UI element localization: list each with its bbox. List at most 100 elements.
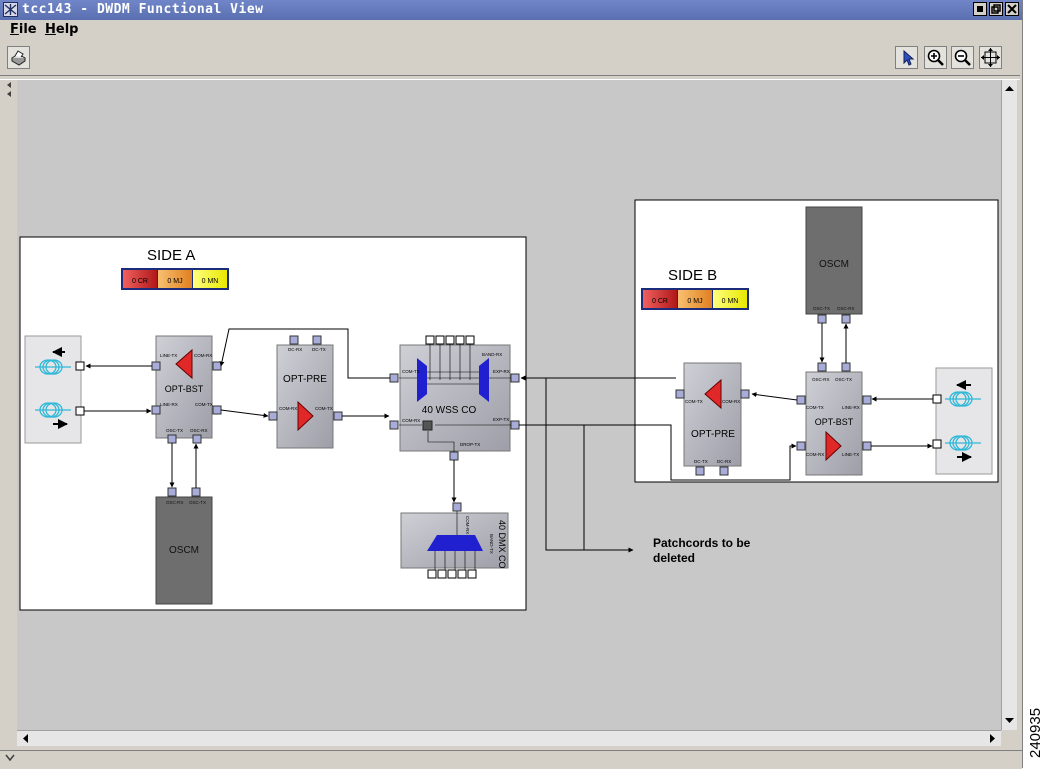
select-pointer-button[interactable] (895, 46, 918, 69)
alarm-major: 0 MJ (687, 298, 702, 305)
menu-help[interactable]: Help (45, 22, 79, 37)
zoom-in-icon (927, 49, 944, 66)
scroll-up-icon[interactable] (1005, 86, 1014, 91)
scroll-left-icon[interactable] (23, 734, 28, 743)
scroll-down-icon[interactable] (1005, 718, 1014, 723)
svg-text:BAND-RX: BAND-RX (482, 352, 502, 357)
svg-text:OSC-RX: OSC-RX (190, 428, 208, 433)
svg-text:BAND-TX: BAND-TX (489, 534, 494, 554)
side-b-patchcords (751, 323, 933, 449)
maximize-icon (991, 4, 1001, 14)
svg-text:DC-RX: DC-RX (717, 459, 731, 464)
side-b-opt-bst-card[interactable]: OSC-RX OSC-TX COM-TX LINE-RX COM-RX LINE… (796, 362, 872, 476)
toolbar (0, 42, 1022, 74)
side-b-panel: SIDE B 0 CR 0 MJ 0 MN OSC-TX OSC-RX (634, 199, 999, 483)
side-a-opt-bst-card[interactable]: LINE-TX COM-RX LINE-RX COM-TX OSC-TX OSC… (151, 335, 222, 444)
svg-text:COM-TX: COM-TX (315, 406, 333, 411)
side-a-alarm-counters[interactable]: 0 CR 0 MJ 0 MN (121, 268, 229, 290)
svg-text:OSC-TX: OSC-TX (835, 377, 852, 382)
maximize-button[interactable] (989, 2, 1003, 16)
svg-text:OSC-TX: OSC-TX (166, 428, 183, 433)
oscm-label: OSCM (819, 259, 849, 270)
svg-text:OSC-RX: OSC-RX (812, 377, 830, 382)
svg-text:OSC-TX: OSC-TX (189, 500, 206, 505)
svg-text:deleted: deleted (653, 551, 695, 565)
svg-text:LINE-TX: LINE-TX (160, 353, 177, 358)
side-a-dmx-card[interactable]: COM-RX BAND-TX 40 DMX CO (400, 502, 509, 579)
alarm-minor: 0 MN (722, 298, 739, 305)
zoom-out-icon (954, 49, 971, 66)
svg-text:OSC-RX: OSC-RX (837, 306, 855, 311)
oscm-label: OSCM (169, 545, 199, 556)
wss-label: 40 WSS CO (422, 405, 477, 416)
svg-text:COM-TX: COM-TX (402, 369, 420, 374)
inter-side-patchcords (519, 375, 797, 553)
svg-text:EXP-TX: EXP-TX (493, 417, 509, 422)
svg-text:COM-TX: COM-TX (685, 399, 703, 404)
horizontal-scrollbar[interactable] (17, 730, 1001, 746)
side-a-title: SIDE A (147, 247, 195, 264)
minimize-button[interactable] (973, 2, 987, 16)
opt-bst-label: OPT-BST (165, 384, 204, 394)
menu-bar: File Help (0, 20, 1022, 40)
alarm-minor: 0 MN (202, 278, 219, 285)
title-bar[interactable]: tcc143 - DWDM Functional View (0, 0, 1022, 21)
close-icon (1007, 4, 1017, 14)
svg-text:COM-RX: COM-RX (722, 399, 740, 404)
svg-text:LINE-RX: LINE-RX (160, 402, 178, 407)
pointer-select-icon (903, 49, 915, 66)
svg-text:DC-TX: DC-TX (312, 347, 326, 352)
figure-id: 240935 (1027, 708, 1044, 758)
status-bar (0, 750, 1022, 769)
minimize-icon (977, 6, 983, 12)
side-b-opt-pre-card[interactable]: COM-TX COM-RX DC-TX DC-RX OPT-PRE (675, 362, 750, 476)
left-split-gutter[interactable] (2, 80, 16, 750)
expand-icon (5, 754, 15, 762)
side-a-panel: SIDE A 0 CR 0 MJ 0 MN (19, 236, 527, 611)
svg-text:EXP-RX: EXP-RX (493, 369, 510, 374)
svg-text:Patchcords to be: Patchcords to be (653, 536, 751, 550)
svg-text:OSC-TX: OSC-TX (813, 306, 830, 311)
patchcord-annotation: Patchcords to be deleted (653, 536, 751, 565)
svg-text:OSC-RX: OSC-RX (166, 500, 184, 505)
alarm-major: 0 MJ (167, 278, 182, 285)
zoom-in-button[interactable] (924, 46, 947, 69)
zoom-out-button[interactable] (951, 46, 974, 69)
vertical-scrollbar[interactable] (1001, 80, 1017, 730)
side-a-fiber-span[interactable] (24, 335, 85, 444)
side-a-wss-card[interactable]: COM-TX BAND-RX EXP-RX COM-RX DROP-TX EXP… (389, 335, 520, 461)
svg-text:DROP-TX: DROP-TX (460, 442, 480, 447)
side-a-opt-pre-card[interactable]: DC-RX DC-TX COM-RX COM-TX OPT-PRE (268, 335, 343, 449)
svg-text:COM-RX: COM-RX (402, 418, 420, 423)
opt-pre-label: OPT-PRE (283, 374, 327, 385)
svg-text:LINE-RX: LINE-RX (842, 405, 860, 410)
app-icon (3, 2, 18, 17)
dmx-label: 40 DMX CO (497, 520, 507, 569)
svg-text:DC-RX: DC-RX (288, 347, 302, 352)
svg-text:COM-TX: COM-TX (195, 402, 213, 407)
svg-text:COM-TX: COM-TX (806, 405, 824, 410)
scroll-right-icon[interactable] (990, 734, 995, 743)
alarm-critical: 0 CR (132, 278, 148, 285)
close-button[interactable] (1005, 2, 1019, 16)
svg-text:COM-RX: COM-RX (806, 452, 824, 457)
functional-view-canvas[interactable]: SIDE A 0 CR 0 MJ 0 MN (17, 80, 1001, 730)
svg-text:240935: 240935 (1027, 708, 1044, 758)
alarm-critical: 0 CR (652, 298, 668, 305)
svg-text:DC-TX: DC-TX (694, 459, 708, 464)
fiber-coil-icon (35, 359, 71, 418)
toolbar-separator (0, 75, 1020, 80)
side-b-fiber-span[interactable] (932, 367, 993, 475)
svg-text:COM-RX: COM-RX (279, 406, 297, 411)
side-a-oscm-card[interactable]: OSC-RX OSC-TX OSCM (155, 487, 213, 605)
side-b-alarm-counters[interactable]: 0 CR 0 MJ 0 MN (641, 288, 749, 310)
window-title: tcc143 - DWDM Functional View (22, 2, 264, 17)
svg-text:LINE-TX: LINE-TX (842, 452, 859, 457)
svg-text:COM-RX: COM-RX (194, 353, 212, 358)
print-button[interactable] (7, 46, 30, 69)
fit-to-window-button[interactable] (979, 46, 1002, 69)
opt-bst-label: OPT-BST (815, 417, 854, 427)
menu-file[interactable]: File (10, 22, 37, 37)
side-b-oscm-card[interactable]: OSC-TX OSC-RX OSCM (805, 206, 863, 324)
svg-text:COM-RX: COM-RX (465, 516, 470, 534)
